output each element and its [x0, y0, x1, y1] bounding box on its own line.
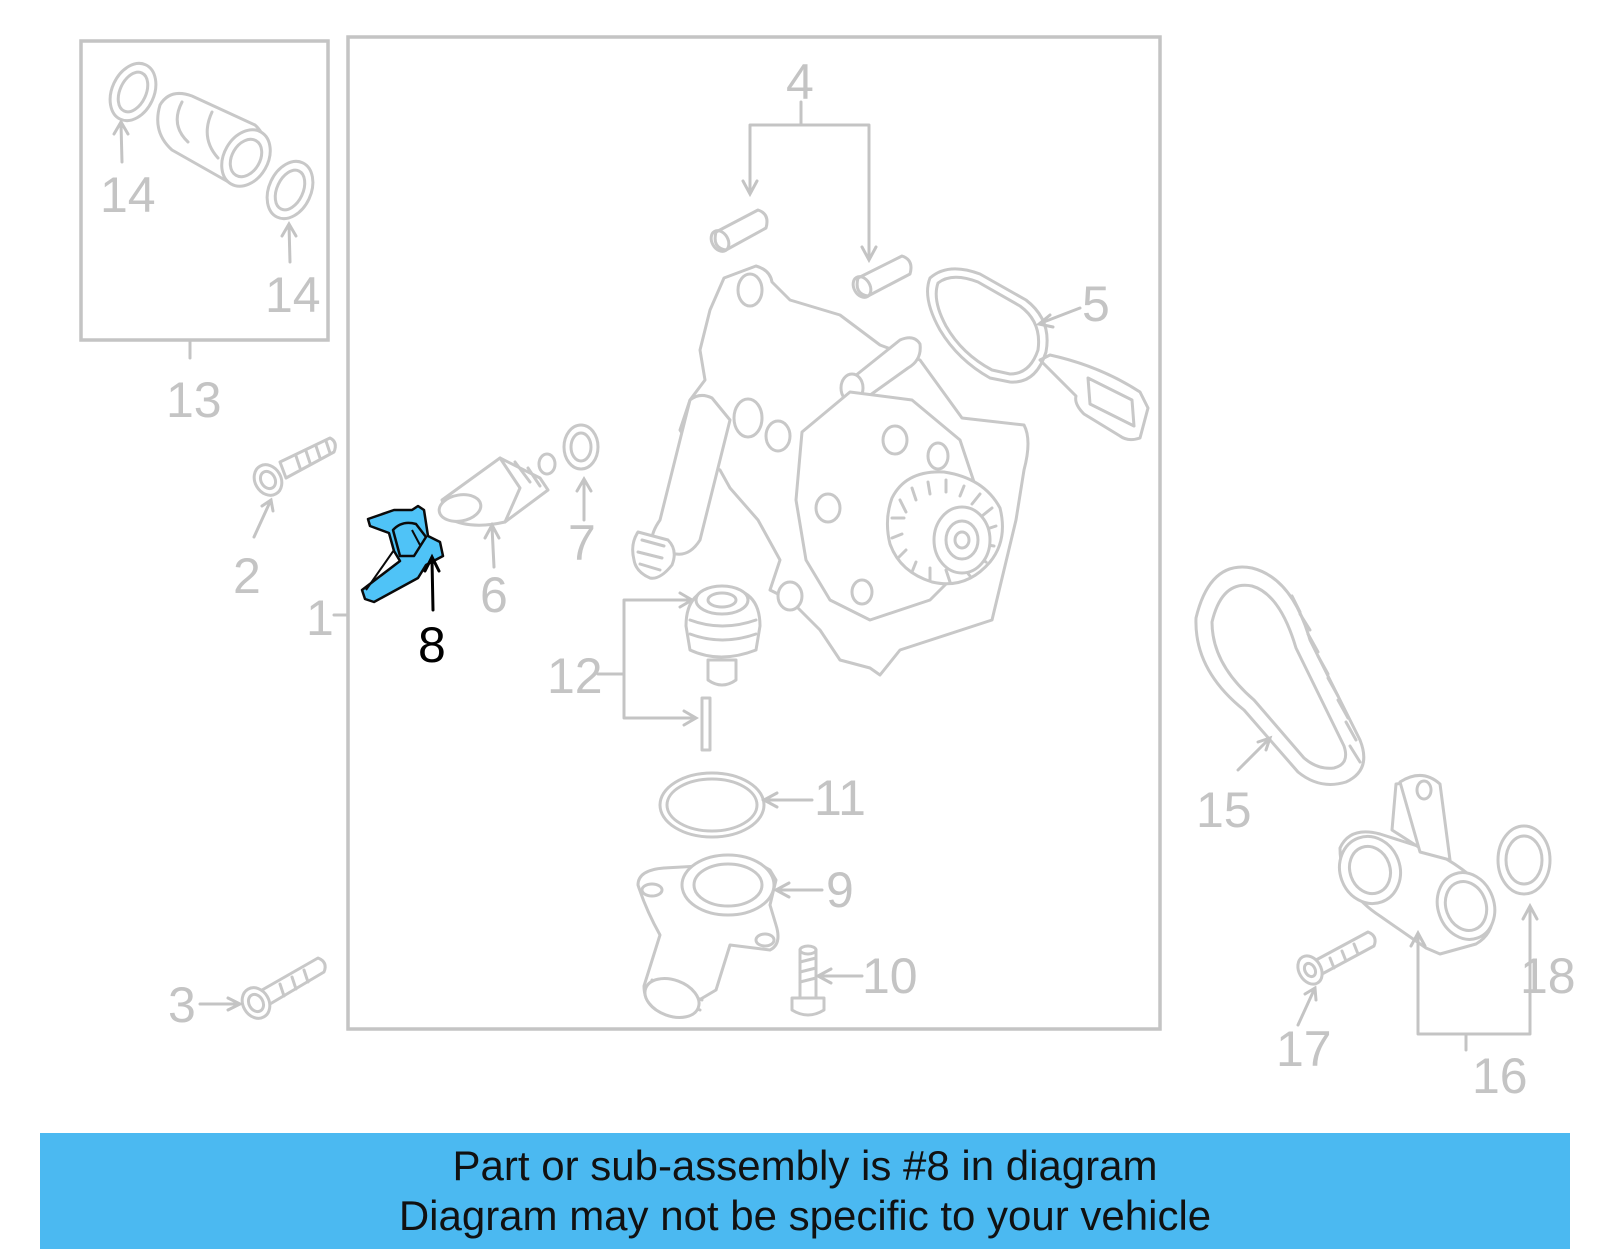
part-5-gasket — [926, 267, 1150, 442]
callout-2: 2 — [233, 548, 261, 604]
callout-3: 3 — [168, 977, 196, 1033]
callout-1: 1 — [306, 590, 334, 646]
leader-11 — [760, 791, 814, 809]
leader-3 — [198, 996, 244, 1012]
callout-18: 18 — [1520, 948, 1576, 1004]
leader-14b — [280, 221, 298, 264]
leader-12 — [596, 591, 699, 727]
callout-14-bottom: 14 — [265, 267, 321, 323]
callout-12: 12 — [547, 648, 603, 704]
leader-7 — [575, 476, 593, 522]
part-10-bolt — [790, 944, 826, 1017]
callout-10: 10 — [862, 948, 918, 1004]
part-3-bolt — [240, 956, 327, 1020]
part-15-belt — [1194, 565, 1366, 786]
leader-17 — [1296, 985, 1318, 1027]
banner-line-part: Part or sub-assembly is #8 in diagram — [452, 1142, 1158, 1189]
callout-6: 6 — [480, 567, 508, 623]
callout-8: 8 — [418, 617, 446, 673]
leader-10 — [814, 967, 864, 985]
leader-15 — [1236, 735, 1273, 772]
part-14-seal-top — [108, 61, 158, 123]
leader-9 — [772, 881, 824, 899]
callout-11: 11 — [814, 770, 866, 826]
callout-15: 15 — [1196, 782, 1252, 838]
part-8-bracket-highlighted — [360, 504, 445, 604]
callout-4: 4 — [786, 54, 814, 110]
callout-14-top: 14 — [100, 167, 156, 223]
info-banner: Part or sub-assembly is #8 in diagram Di… — [40, 1133, 1570, 1249]
main-assembly-frame — [346, 35, 1162, 1031]
part-17-bolt — [1296, 930, 1377, 986]
callout-16: 16 — [1472, 1048, 1528, 1104]
leader-14a — [112, 119, 130, 164]
leader-2 — [252, 497, 275, 539]
part-16-coolant-flange — [1338, 774, 1497, 956]
callout-5: 5 — [1082, 276, 1110, 332]
part-18-seal — [1496, 824, 1552, 896]
part-2-bolt — [252, 436, 337, 497]
callout-7: 7 — [568, 515, 596, 571]
subassembly-13-frame — [79, 39, 330, 342]
callout-9: 9 — [826, 862, 854, 918]
leader-8 — [423, 553, 441, 612]
leader-6 — [483, 521, 501, 569]
part-12-thermostat — [684, 584, 762, 752]
part-7-seal — [562, 423, 600, 471]
leader-4 — [741, 100, 878, 264]
callout-17: 17 — [1276, 1021, 1332, 1077]
leader-5 — [1035, 306, 1082, 329]
water-pump-housing — [631, 264, 1030, 677]
part-9-thermostat-housing — [636, 853, 780, 1019]
part-14-seal-bottom — [265, 159, 315, 221]
part-4-pin-a — [709, 208, 769, 253]
part-6-temperature-sensor — [437, 452, 557, 527]
part-11-o-ring — [658, 771, 766, 839]
part-13-hose — [156, 92, 272, 188]
banner-line-disclaimer: Diagram may not be specific to your vehi… — [398, 1192, 1212, 1239]
callout-13: 13 — [166, 372, 222, 428]
part-4-pin-b — [851, 254, 913, 299]
leader-16 — [1409, 902, 1539, 1052]
